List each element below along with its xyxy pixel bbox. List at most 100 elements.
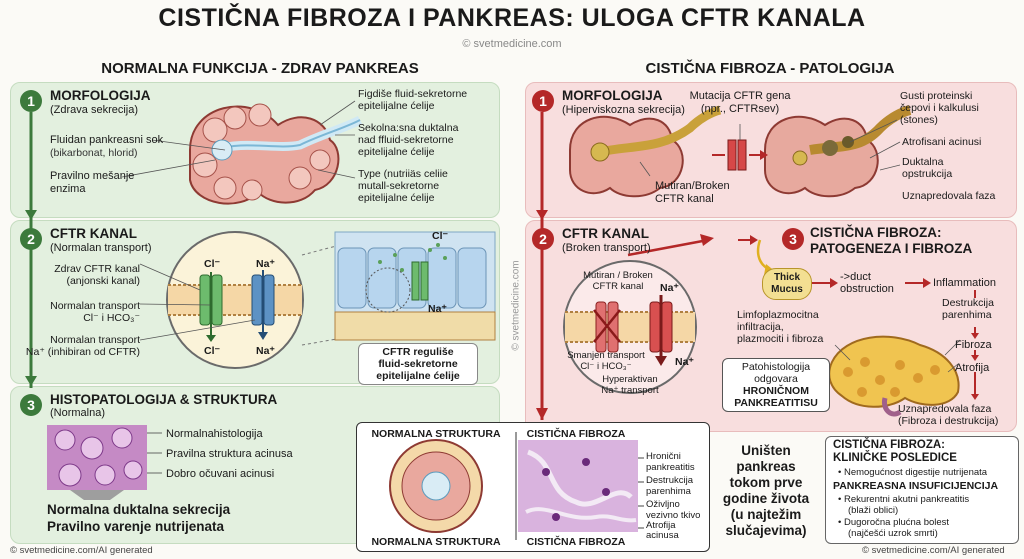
na-ion-top: Na⁺ xyxy=(256,258,275,270)
compare-label-atrophy-1: Atrofija xyxy=(646,520,676,531)
label-duct: ->duct xyxy=(840,271,871,283)
step-2-badge-left: 2 xyxy=(20,228,42,250)
right-header: CISTIČNA FIBROZA - PATOLOGIJA xyxy=(645,60,895,77)
label-broken-cftr-2: CFTR kanal xyxy=(655,193,714,205)
fibrotic-pancreas-illustration xyxy=(828,335,960,417)
label-enzyme-mixing: Pravilno mešanje xyxy=(50,170,135,182)
label-enzyme-mixing-2: enzima xyxy=(50,183,86,195)
label-mutated-cftr-1: Mutiran / Broken xyxy=(583,270,653,281)
label-ductal-2: nad ffluid-sekretorne xyxy=(358,134,454,146)
step-3-badge-left: 3 xyxy=(20,394,42,416)
clinical-consequences-box xyxy=(825,436,1019,544)
left-s1-title: MORFOLOGIJA xyxy=(50,88,151,103)
label-cl-transport: Normalan transport xyxy=(50,300,140,312)
left-s1-subtitle: (Zdrava sekrecija) xyxy=(50,104,139,116)
label-advanced-stage: Uznapredovala faza xyxy=(902,190,996,202)
label-inflammation: Inflammation xyxy=(933,277,996,289)
label-cl-hco3: Cl⁻ i HCO₃⁻ xyxy=(83,312,140,324)
step-3-badge-right: 3 xyxy=(782,228,804,250)
label-normal-histology: Normalnahistologija xyxy=(166,428,263,440)
cftr-regulates-box: CFTR reguliše fluid-sekretorne epitelija… xyxy=(358,343,478,385)
mutated-channel-small-icon xyxy=(712,139,768,171)
label-ductal-obstruction-1: Duktalna xyxy=(902,156,944,168)
label-fibrosis: Fibroza xyxy=(955,339,992,351)
label-atrophic-acini: Atrofisani acinusi xyxy=(902,136,982,148)
na-ion-cf-bottom: Na⁺ xyxy=(675,356,694,368)
step-1-badge-right: 1 xyxy=(532,90,554,112)
compare-label-chronic-2: pankreatitis xyxy=(646,462,695,473)
clinical-bullet-2: • Rekurentni akutni pankreatitis xyxy=(838,494,970,505)
right-s1-subtitle: (Hiperviskozna sekrecija) xyxy=(562,104,685,116)
clinical-title-2: KLINIČKE POSLEDICE xyxy=(833,452,957,464)
label-healthy-cftr: Zdrav CFTR kanal xyxy=(54,263,140,275)
label-protein-plugs-1: Gusti proteinski xyxy=(900,90,973,102)
label-advanced-fibrosis-1: Uznapredovala faza xyxy=(898,403,992,415)
label-advanced-fibrosis-2: (Fibroza i destrukcija) xyxy=(898,415,999,427)
label-acinus-structure: Pravilna struktura acinusa xyxy=(166,448,293,460)
compare-label-atrophy-2: acinusa xyxy=(646,530,679,541)
clinical-bullet-1: • Nemogućnost digestije nutrijenata xyxy=(838,467,988,478)
label-mutated-cftr-2: CFTR kanal xyxy=(592,281,644,292)
page-title: CISTIČNA FIBROZA I PANKREAS: ULOGA CFTR … xyxy=(158,4,866,32)
clinical-bullet-3: • Dugoročna plućna bolest xyxy=(838,517,950,528)
thick-mucus-blob: Thick Mucus xyxy=(762,268,812,300)
label-na-transport: Normalan transport xyxy=(50,334,140,346)
normal-histology-image xyxy=(47,425,147,490)
left-s3-title: HISTOPATOLOGIJA & STRUKTURA xyxy=(50,392,278,407)
label-ductal-3: epitelijalne ćelije xyxy=(358,146,435,158)
watermark: © svetmedicine.com xyxy=(462,38,562,50)
label-lymphoplasma-2: infiltracija, xyxy=(737,321,784,333)
bottom-normal-digestion: Pravilno varenje nutrijenata xyxy=(47,519,225,534)
label-lymphoplasma-1: Limfoplazmocitna xyxy=(737,309,819,321)
right-flow-arrow-2 xyxy=(536,408,548,420)
label-hyperactive-2: Na⁺ transport xyxy=(601,385,659,396)
right-s2-title: CFTR KANAL xyxy=(562,226,649,241)
label-type-1: Type (nutriiäs celiie xyxy=(358,168,448,180)
right-s3-title-1: CISTIČNA FIBROZA: xyxy=(810,225,942,240)
left-s3-subtitle: (Normalna) xyxy=(50,407,106,419)
cf-pancreas-illustration xyxy=(569,105,912,198)
label-type-3: epitelijalne ćelije xyxy=(358,192,435,204)
label-cftr-mutation: Mutacija CFTR gena xyxy=(689,90,791,102)
compare-right-bottom: CISTIČNA FIBROZA xyxy=(526,536,626,548)
comparison-graphics xyxy=(389,432,644,540)
right-flow-arrow-1 xyxy=(536,210,548,220)
label-atrophy: Atrofija xyxy=(955,362,990,374)
healthy-pancreas-illustration xyxy=(189,103,363,205)
right-s2-subtitle: (Broken transport) xyxy=(562,242,651,254)
cl-ion-epithelium: Cl⁻ xyxy=(432,230,449,242)
label-ductal-obstruction-2: opstrukcija xyxy=(902,168,953,180)
na-ion-cf-top: Na⁺ xyxy=(660,282,679,294)
na-ion-epithelium: Na⁺ xyxy=(428,303,447,315)
compare-left-bottom: NORMALNA STRUKTURA xyxy=(371,536,501,548)
left-flow-arrow-2 xyxy=(25,376,37,386)
footer-left: © svetmedicine.com/AI generated xyxy=(10,545,153,556)
clinical-bullet-3b: (najčešći uzrok smrti) xyxy=(848,528,938,539)
na-ion-bottom: Na⁺ xyxy=(256,345,275,357)
cl-ion-bottom: Cl⁻ xyxy=(204,345,221,357)
label-reduced-transport: Smanjen transport xyxy=(567,350,645,361)
compare-right-title: CISTIČNA FIBROZA xyxy=(526,428,626,440)
label-lymphoplasma-3: plazmociti i fibroza xyxy=(737,333,824,345)
label-anion-channel: (anjonski kanal) xyxy=(66,275,140,287)
label-hyperactive-1: Hyperaktivan xyxy=(602,374,658,385)
label-fluid-juice: Fluidan pankreasni sok xyxy=(50,134,164,146)
label-parenchyma-destruction-1: Destrukcija xyxy=(942,297,994,309)
clinical-insufficiency: PANKREASNA INSUFICIJENCIJA xyxy=(833,480,999,492)
label-fluid-secretory-1: Figdiše fluid-sekretorne xyxy=(358,88,468,100)
label-protein-plugs-2: čepovi i kalkulusi xyxy=(900,102,979,114)
bottom-normal-secretion: Normalna duktalna sekrecija xyxy=(47,502,231,517)
destroyed-pancreas-text: Uništen pankreas tokom prve godine život… xyxy=(722,443,810,538)
clinical-title-1: CISTIČNA FIBROZA: xyxy=(833,439,946,451)
healthy-membrane-illustration xyxy=(166,231,304,369)
compare-label-destruction-2: parenhima xyxy=(646,486,691,497)
label-na-inhibited: Na⁺ (inhibiran od CFTR) xyxy=(25,346,140,358)
histopathology-chronic-pancreatitis-box: Patohistologija odgovara HRONIČNOM PANKR… xyxy=(722,358,830,412)
label-parenchyma-destruction-2: parenhima xyxy=(942,309,992,321)
right-s3-title-2: PATOGENEZA I FIBROZA xyxy=(810,241,973,256)
label-fluid-secretory-1b: epitelijalne ćelije xyxy=(358,100,435,112)
label-ductal-1: Sekolna:sna duktalna xyxy=(358,122,459,134)
label-bicarbonate: (bikarbonat, hlorid) xyxy=(50,147,138,159)
epithelial-cells-illustration xyxy=(334,231,496,341)
label-protein-plugs-3: (stones) xyxy=(900,114,938,126)
